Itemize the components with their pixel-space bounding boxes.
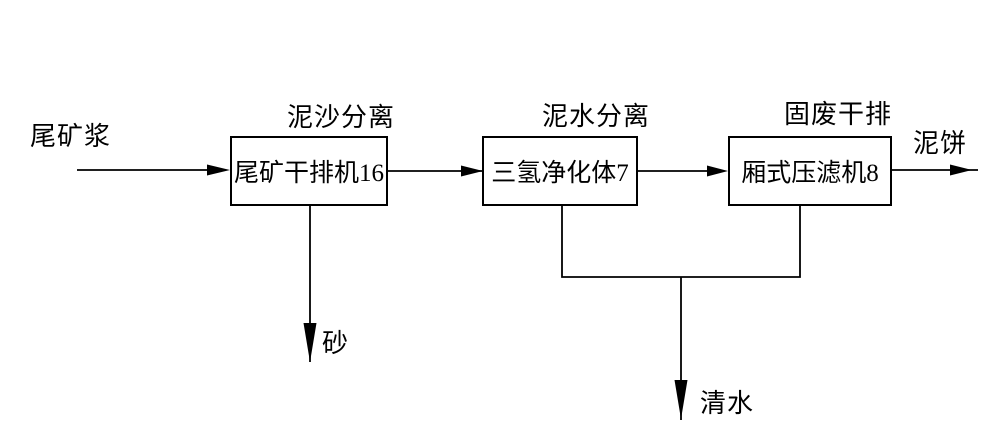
stage2-process-label: 泥水分离	[542, 102, 651, 131]
process-box-label: 三氢净化体7	[491, 160, 629, 187]
input-label: 尾矿浆	[30, 122, 112, 151]
output-sand-label: 砂	[322, 329, 350, 358]
process-box-purifier: 三氢净化体7	[482, 136, 638, 206]
output-water-label: 清水	[700, 389, 755, 418]
process-box-label: 厢式压滤机8	[741, 160, 879, 187]
process-box-tailings-dry-discharge: 尾矿干排机16	[230, 136, 388, 206]
process-box-label: 尾矿干排机16	[233, 160, 384, 187]
input-arrowhead-icon	[207, 164, 230, 176]
output-cake-label: 泥饼	[913, 129, 968, 158]
water-collector-line	[561, 206, 801, 278]
stage1-process-label: 泥沙分离	[287, 103, 396, 132]
sand-arrowhead-icon	[303, 323, 317, 362]
water-arrowhead-icon	[674, 380, 688, 419]
cake-arrowhead-icon	[950, 164, 972, 176]
box1-box2-arrowhead-icon	[461, 165, 483, 177]
process-box-filter-press: 厢式压滤机8	[728, 136, 892, 206]
stage3-process-label: 固废干排	[784, 100, 893, 129]
box2-box3-arrowhead-icon	[707, 165, 728, 177]
